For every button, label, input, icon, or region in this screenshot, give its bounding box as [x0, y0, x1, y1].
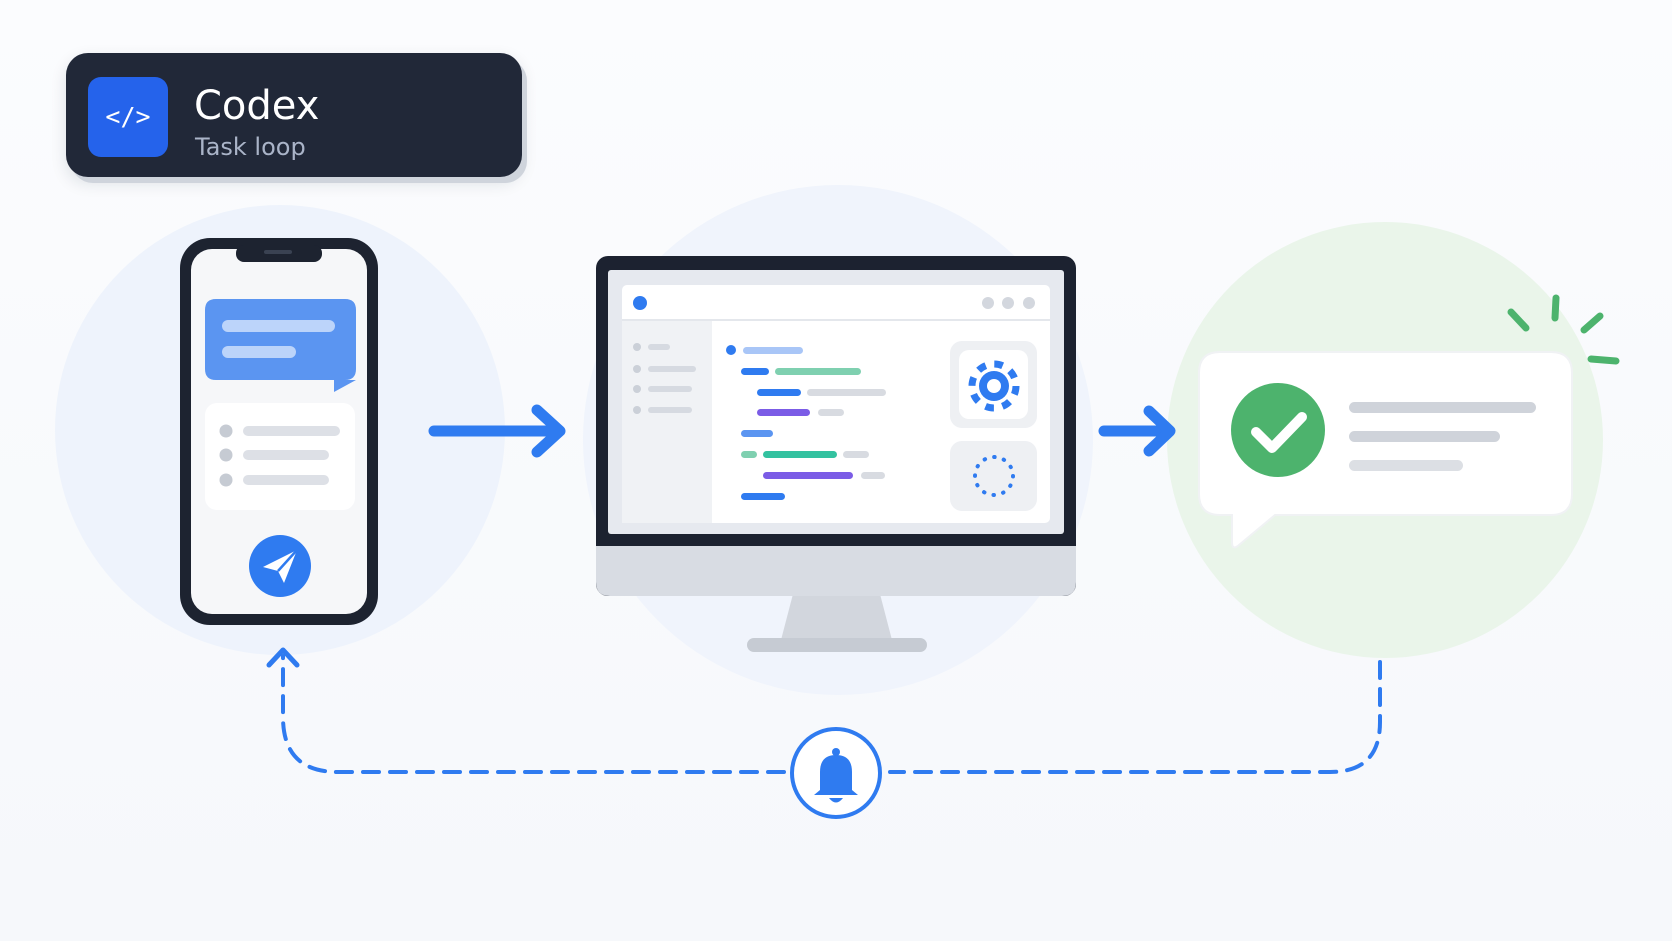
- send-button[interactable]: [249, 535, 311, 597]
- loop-arrowhead: [266, 647, 300, 668]
- bell-icon: [814, 748, 858, 803]
- app-logo-dot: [633, 296, 647, 310]
- phone-chat-bubble: [205, 299, 356, 392]
- brand-title: Codex: [194, 83, 320, 129]
- feedback-loop-path: [266, 647, 1382, 774]
- desktop-monitor: [596, 256, 1076, 652]
- arrow-phone-to-desktop: [428, 404, 566, 458]
- success-sparkles: [1507, 294, 1620, 365]
- phone-device: [180, 238, 378, 625]
- code-editor-lines: [726, 345, 886, 500]
- notification-bell[interactable]: [790, 727, 882, 819]
- brand-subtitle: Task loop: [195, 133, 306, 161]
- brand-card: </> Codex Task loop: [66, 53, 522, 177]
- arrow-desktop-to-result: [1098, 405, 1176, 457]
- gear-icon: [968, 360, 1020, 412]
- app-sidebar: [622, 320, 712, 523]
- code-brackets-icon: </>: [88, 77, 168, 157]
- send-icon: [263, 549, 298, 583]
- loading-spinner-icon: [973, 455, 1015, 497]
- phone-list-card: [205, 403, 355, 510]
- loading-tile: [950, 441, 1037, 511]
- check-icon: [1231, 383, 1325, 477]
- result-message-bubble: [1198, 351, 1573, 549]
- settings-tile: [950, 341, 1037, 428]
